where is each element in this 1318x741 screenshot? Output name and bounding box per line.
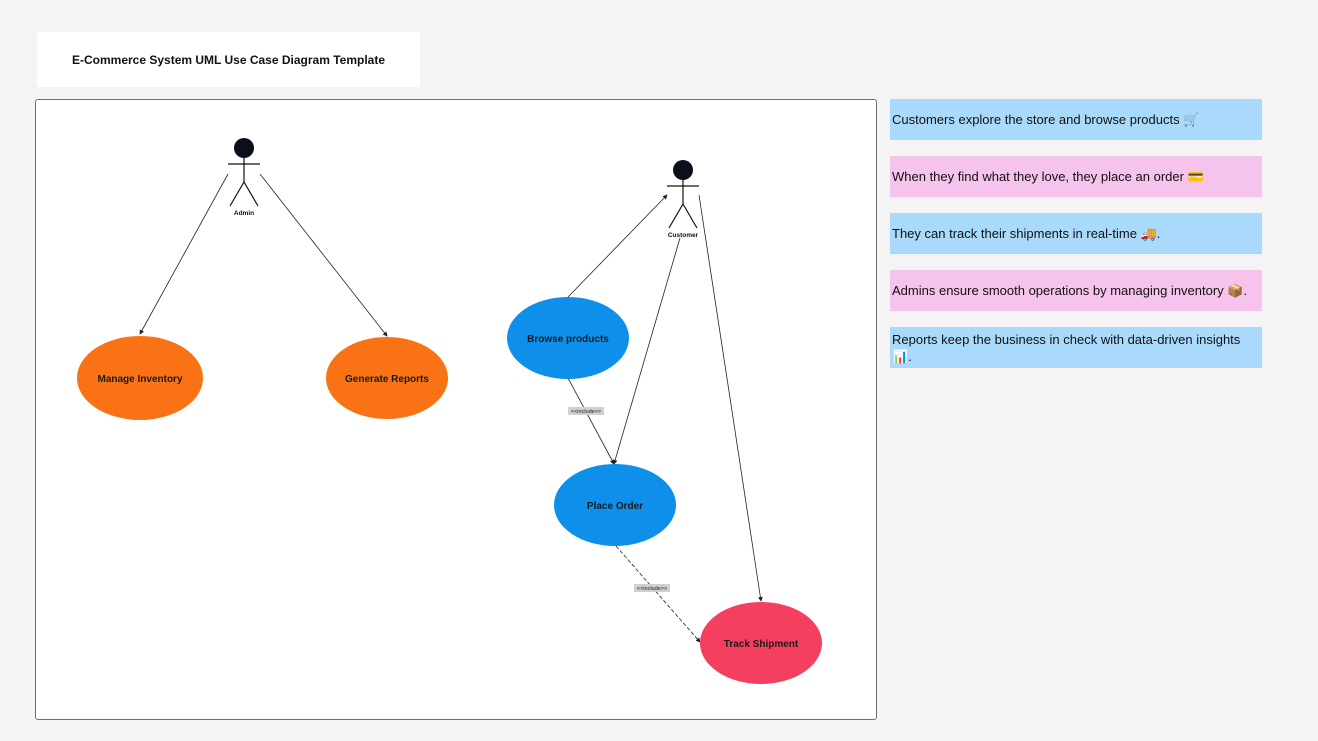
admin-actor[interactable]: Admin <box>228 138 260 217</box>
admin-head-icon <box>234 138 254 158</box>
svg-text:Track Shipment: Track Shipment <box>724 639 799 650</box>
associations <box>139 173 763 643</box>
use-case-generate-reports[interactable]: Generate Reports <box>326 337 448 419</box>
admin-label: Admin <box>234 210 254 217</box>
note-order[interactable]: When they find what they love, they plac… <box>890 156 1262 197</box>
note-track-text: They can track their shipments in real-t… <box>892 226 1161 241</box>
note-reports[interactable]: Reports keep the business in check with … <box>890 327 1262 368</box>
diagram-title-card: E-Commerce System UML Use Case Diagram T… <box>37 32 420 87</box>
include-label-1: <<include>> <box>568 407 604 415</box>
note-track[interactable]: They can track their shipments in real-t… <box>890 213 1262 254</box>
svg-text:Generate Reports: Generate Reports <box>345 374 429 385</box>
svg-text:<<include>>: <<include>> <box>637 586 667 592</box>
svg-text:Browse products: Browse products <box>527 334 609 345</box>
browse-include-place-order-line <box>567 377 615 465</box>
note-reports-text: Reports keep the business in check with … <box>892 331 1241 364</box>
use-case-browse-products[interactable]: Browse products <box>507 297 629 379</box>
place-order-include-track-line <box>615 545 701 643</box>
customer-to-place-order-line <box>612 237 681 465</box>
browse-to-customer-line <box>567 194 668 298</box>
customer-actor[interactable]: Customer <box>667 160 699 239</box>
svg-text:Place Order: Place Order <box>587 501 643 512</box>
customer-to-track-shipment-line <box>698 194 763 602</box>
use-case-track-shipment[interactable]: Track Shipment <box>700 602 822 684</box>
svg-text:Manage Inventory: Manage Inventory <box>97 374 182 385</box>
use-case-place-order[interactable]: Place Order <box>554 464 676 546</box>
use-case-manage-inventory[interactable]: Manage Inventory <box>77 336 203 420</box>
note-order-text: When they find what they love, they plac… <box>892 169 1204 184</box>
include-label-2: <<include>> <box>634 584 670 592</box>
admin-to-generate-reports-line <box>259 173 388 337</box>
customer-label: Customer <box>668 232 699 239</box>
diagram-title: E-Commerce System UML Use Case Diagram T… <box>71 52 385 67</box>
svg-text:<<include>>: <<include>> <box>571 409 601 415</box>
note-browse[interactable]: Customers explore the store and browse p… <box>890 99 1262 140</box>
customer-head-icon <box>673 160 693 180</box>
note-inventory[interactable]: Admins ensure smooth operations by manag… <box>890 270 1262 311</box>
note-browse-text: Customers explore the store and browse p… <box>892 112 1200 127</box>
note-inventory-text: Admins ensure smooth operations by manag… <box>892 283 1248 298</box>
admin-to-manage-inventory-line <box>139 173 229 335</box>
